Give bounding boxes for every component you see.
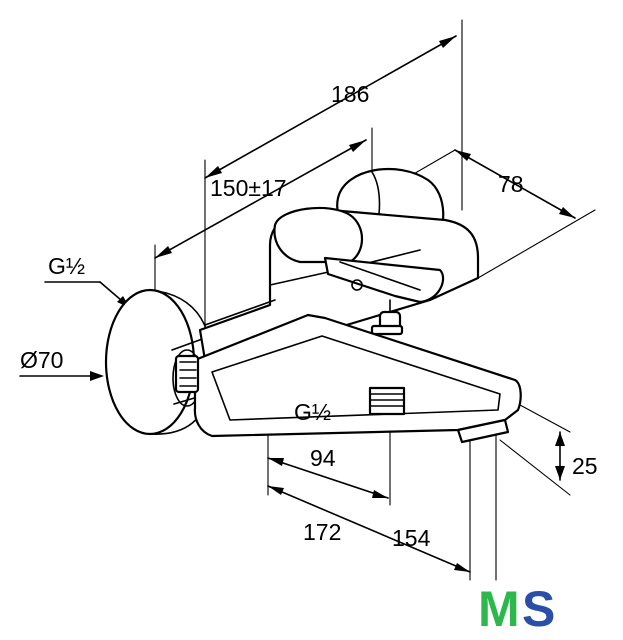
dim-rosette-diameter: Ø70 bbox=[20, 347, 63, 373]
spout bbox=[193, 313, 522, 444]
dim-overall-length: 186 bbox=[331, 81, 369, 107]
dim-outlet-offset: 94 bbox=[310, 445, 336, 471]
outlet-thread bbox=[368, 386, 406, 416]
ms-logo: M S bbox=[478, 581, 555, 637]
dim-spout-offset: 154 bbox=[392, 525, 431, 551]
dim-inlet-thread: G½ bbox=[48, 253, 85, 279]
dim-spout-height: 25 bbox=[572, 453, 598, 479]
dim-spout-reach: 172 bbox=[303, 519, 341, 545]
diverter-knob bbox=[370, 299, 404, 336]
logo-letter-s: S bbox=[522, 581, 555, 637]
lever-handle bbox=[273, 206, 445, 304]
logo-letter-m: M bbox=[478, 581, 520, 637]
dim-outlet-thread: G½ bbox=[294, 399, 331, 425]
dim-center-distance: 150±17 bbox=[210, 175, 287, 201]
inlet-thread bbox=[174, 354, 200, 394]
dim-depth: 78 bbox=[498, 171, 524, 197]
